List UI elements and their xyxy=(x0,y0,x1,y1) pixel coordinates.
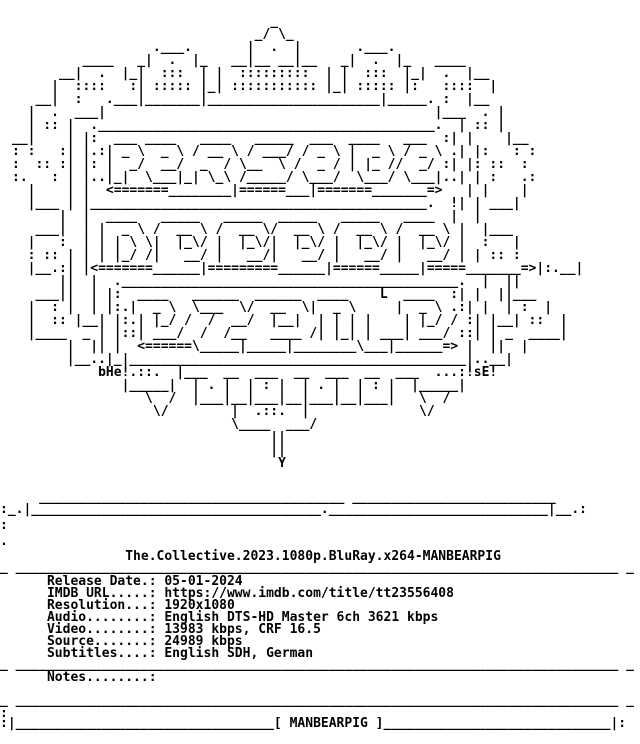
ascii-art-line: | : | | | \ \| |_\/ | |_\/| |_\/ | |_\/ … xyxy=(12,235,521,250)
ascii-art-line: .___. | . | .___. xyxy=(12,40,396,55)
source-field: Source.......: 24989 kbps xyxy=(0,634,243,649)
ascii-art-line: || | .__________________________________… xyxy=(12,274,521,289)
ascii-art-line: | :: | .________________________________… xyxy=(12,118,506,133)
box-left-edge: . xyxy=(0,534,8,549)
ascii-art-line: | | ____ _____ _____ _____ _____ ____ | … xyxy=(12,209,482,224)
ascii-art-line: bHe!.::. |___ __ ___ __ ___ __ ___ ...:!… xyxy=(12,365,498,380)
box-top-border: _______________________________________ … xyxy=(0,490,556,505)
ascii-art-line: _/ \_ xyxy=(12,27,294,42)
ascii-art-line: __| . |_| ::: | | ::::::::: | | ::: |_| … xyxy=(12,66,490,81)
ascii-art-line: __| | |: ___ ____ ____ _____ ___ ____ __… xyxy=(12,131,529,146)
audio-field: Audio........: English DTS-HD Master 6ch… xyxy=(0,610,439,625)
ascii-art-line: : :: | | | |_/ /| __/ | __/| __/ | __/ |… xyxy=(12,248,521,263)
ascii-art-line: || xyxy=(12,430,286,445)
ascii-art-line: : : :| |.:| _ \ _ \ / __ \ / ___/ / _ \ … xyxy=(12,144,537,159)
ascii-art-line: :. : | |..|_| \___|_| \_\ /_____/ \___/ … xyxy=(12,170,537,185)
ascii-art-line: Y xyxy=(12,456,286,471)
imdb-url-field: IMDB URL.....: https://www.imdb.com/titl… xyxy=(0,586,454,601)
video-field: Video........: 13983 kbps, CRF 16.5 xyxy=(0,622,321,637)
ascii-art-line: | :: |__| |:.| |_/ / / __/ |__| | | | | … xyxy=(12,313,568,328)
box-bottom-edge: : xyxy=(0,706,8,721)
ascii-art-line: _ xyxy=(12,14,279,29)
ascii-art-line: || xyxy=(12,443,286,458)
release-date-field: Release Date.: 05-01-2024 xyxy=(0,574,243,589)
ascii-art-line: |____ _ | |::| ___/ / /__ ____ /| |_| | … xyxy=(12,326,568,341)
subtitles-field: Subtitles....: English SDH, German xyxy=(0,646,314,661)
ascii-art-line: \ / |___|__|___|__|___|__|___| \ / xyxy=(12,391,451,406)
ascii-art-line: | :::: :| ::::: |_| ::::::::::: |_| ::::… xyxy=(12,79,498,94)
box-bottom-border: :|_________________________________[ MAN… xyxy=(0,716,627,731)
box-top-inner-border: :_.|____________________________________… xyxy=(0,502,587,517)
ascii-art-line: | . ___| |___ . | xyxy=(12,105,506,120)
ascii-art-line: |_____| | . | | : | | . | | : | |_____| xyxy=(12,378,466,393)
ascii-art-line: | | | <=======________|======___|=======… xyxy=(12,183,529,198)
ascii-art-line: | : | | |:.| _ \ \___ \/ __ \| _ \ | _ \… xyxy=(12,300,553,315)
ascii-art-line: ___|| | |: ____ ______ ______ ____ L ___… xyxy=(12,287,537,302)
ascii-art-line: |__..|_|________________________________… xyxy=(12,352,513,367)
ascii-art-line: ___| | | _ \ / __ \ / __ \/ __ \ / __ \ … xyxy=(12,222,513,237)
separator-line: _ ______________________________________… xyxy=(0,657,634,672)
ascii-art-line: |___ | |________________________________… xyxy=(12,196,521,211)
box-left-edge: : xyxy=(0,518,8,533)
ascii-art-line: ____ _| . |_ __|__ __|__ _| . |_ ____ xyxy=(12,53,466,68)
ascii-art-line: \/ | .::. | \/ xyxy=(12,404,435,419)
ascii-art-logo: _ _/ \_ .___. | . | .___. ____ _| . |_ _… xyxy=(12,14,584,471)
ascii-art-line: | || | <======\_____|_____|________\___|… xyxy=(12,339,529,354)
notes-field: Notes........: xyxy=(0,670,157,685)
ascii-art-line: |__.:| |<=======______|=========______|=… xyxy=(12,261,584,276)
ascii-art-line: \____ ___/ xyxy=(12,417,318,432)
ascii-art-line: : :: :| |: | _/ __/ _ / \__ \ / _ / | |_… xyxy=(12,157,529,172)
ascii-art-line: __| : .___|_______|_____________________… xyxy=(12,92,490,107)
separator-line: _ ______________________________________… xyxy=(0,693,634,708)
separator-line: _ ______________________________________… xyxy=(0,560,634,575)
resolution-field: Resolution...: 1920x1080 xyxy=(0,598,235,613)
release-title: The.Collective.2023.1080p.BluRay.x264-MA… xyxy=(0,549,501,564)
